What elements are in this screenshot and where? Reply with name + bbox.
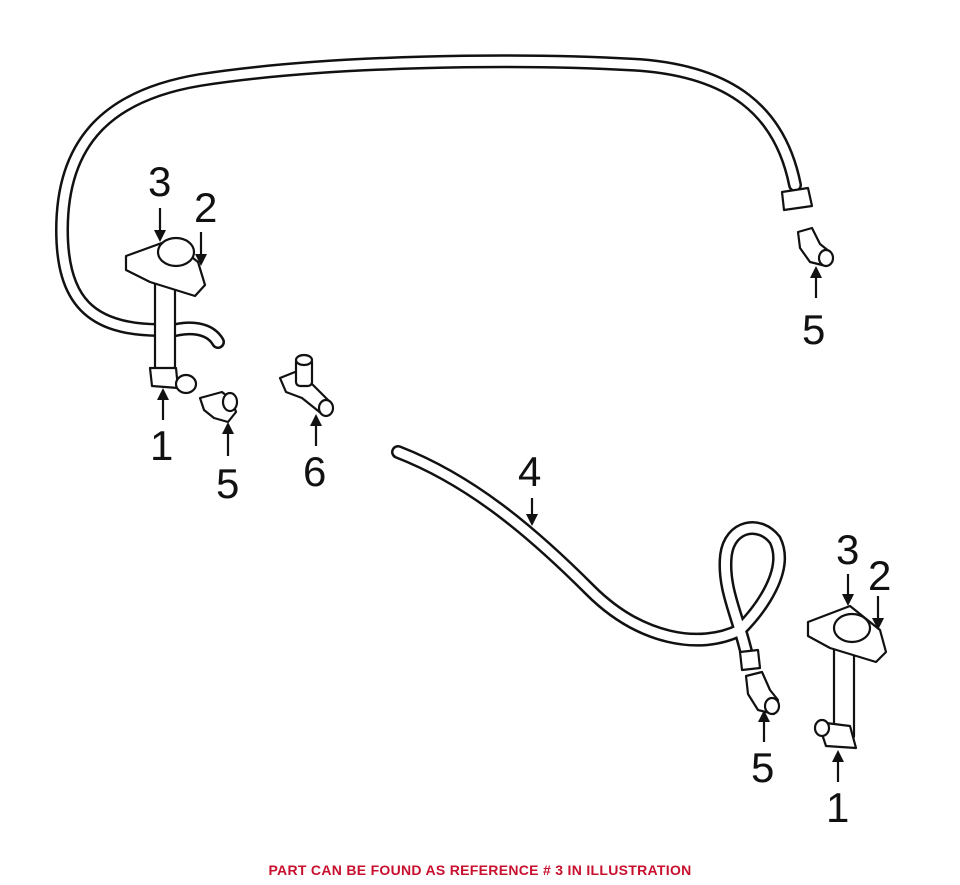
callout-5-left: 5 bbox=[216, 460, 239, 507]
callout-4: 4 bbox=[518, 448, 541, 495]
callout-1-left: 1 bbox=[150, 422, 173, 469]
upper-hose bbox=[55, 54, 814, 337]
lower-hose bbox=[391, 445, 787, 672]
callout-6: 6 bbox=[303, 448, 326, 495]
left-elbow-fitting bbox=[198, 390, 239, 424]
callout-1-right: 1 bbox=[826, 784, 849, 831]
callout-3-right: 3 bbox=[836, 526, 859, 573]
callout-3-left: 3 bbox=[148, 158, 171, 205]
left-washer-nozzle bbox=[124, 236, 207, 395]
callout-5-top: 5 bbox=[802, 306, 825, 353]
right-elbow-fitting bbox=[744, 670, 781, 716]
tee-connector bbox=[278, 353, 335, 418]
callout-2-right: 2 bbox=[868, 552, 891, 599]
reference-caption: PART CAN BE FOUND AS REFERENCE # 3 IN IL… bbox=[268, 862, 692, 878]
hose-end-cap bbox=[780, 186, 814, 212]
top-elbow-fitting bbox=[796, 226, 835, 268]
right-washer-nozzle bbox=[806, 604, 888, 750]
callout-2-left: 2 bbox=[194, 184, 217, 231]
callout-arrows bbox=[154, 208, 884, 782]
callout-5-bottom: 5 bbox=[751, 744, 774, 791]
